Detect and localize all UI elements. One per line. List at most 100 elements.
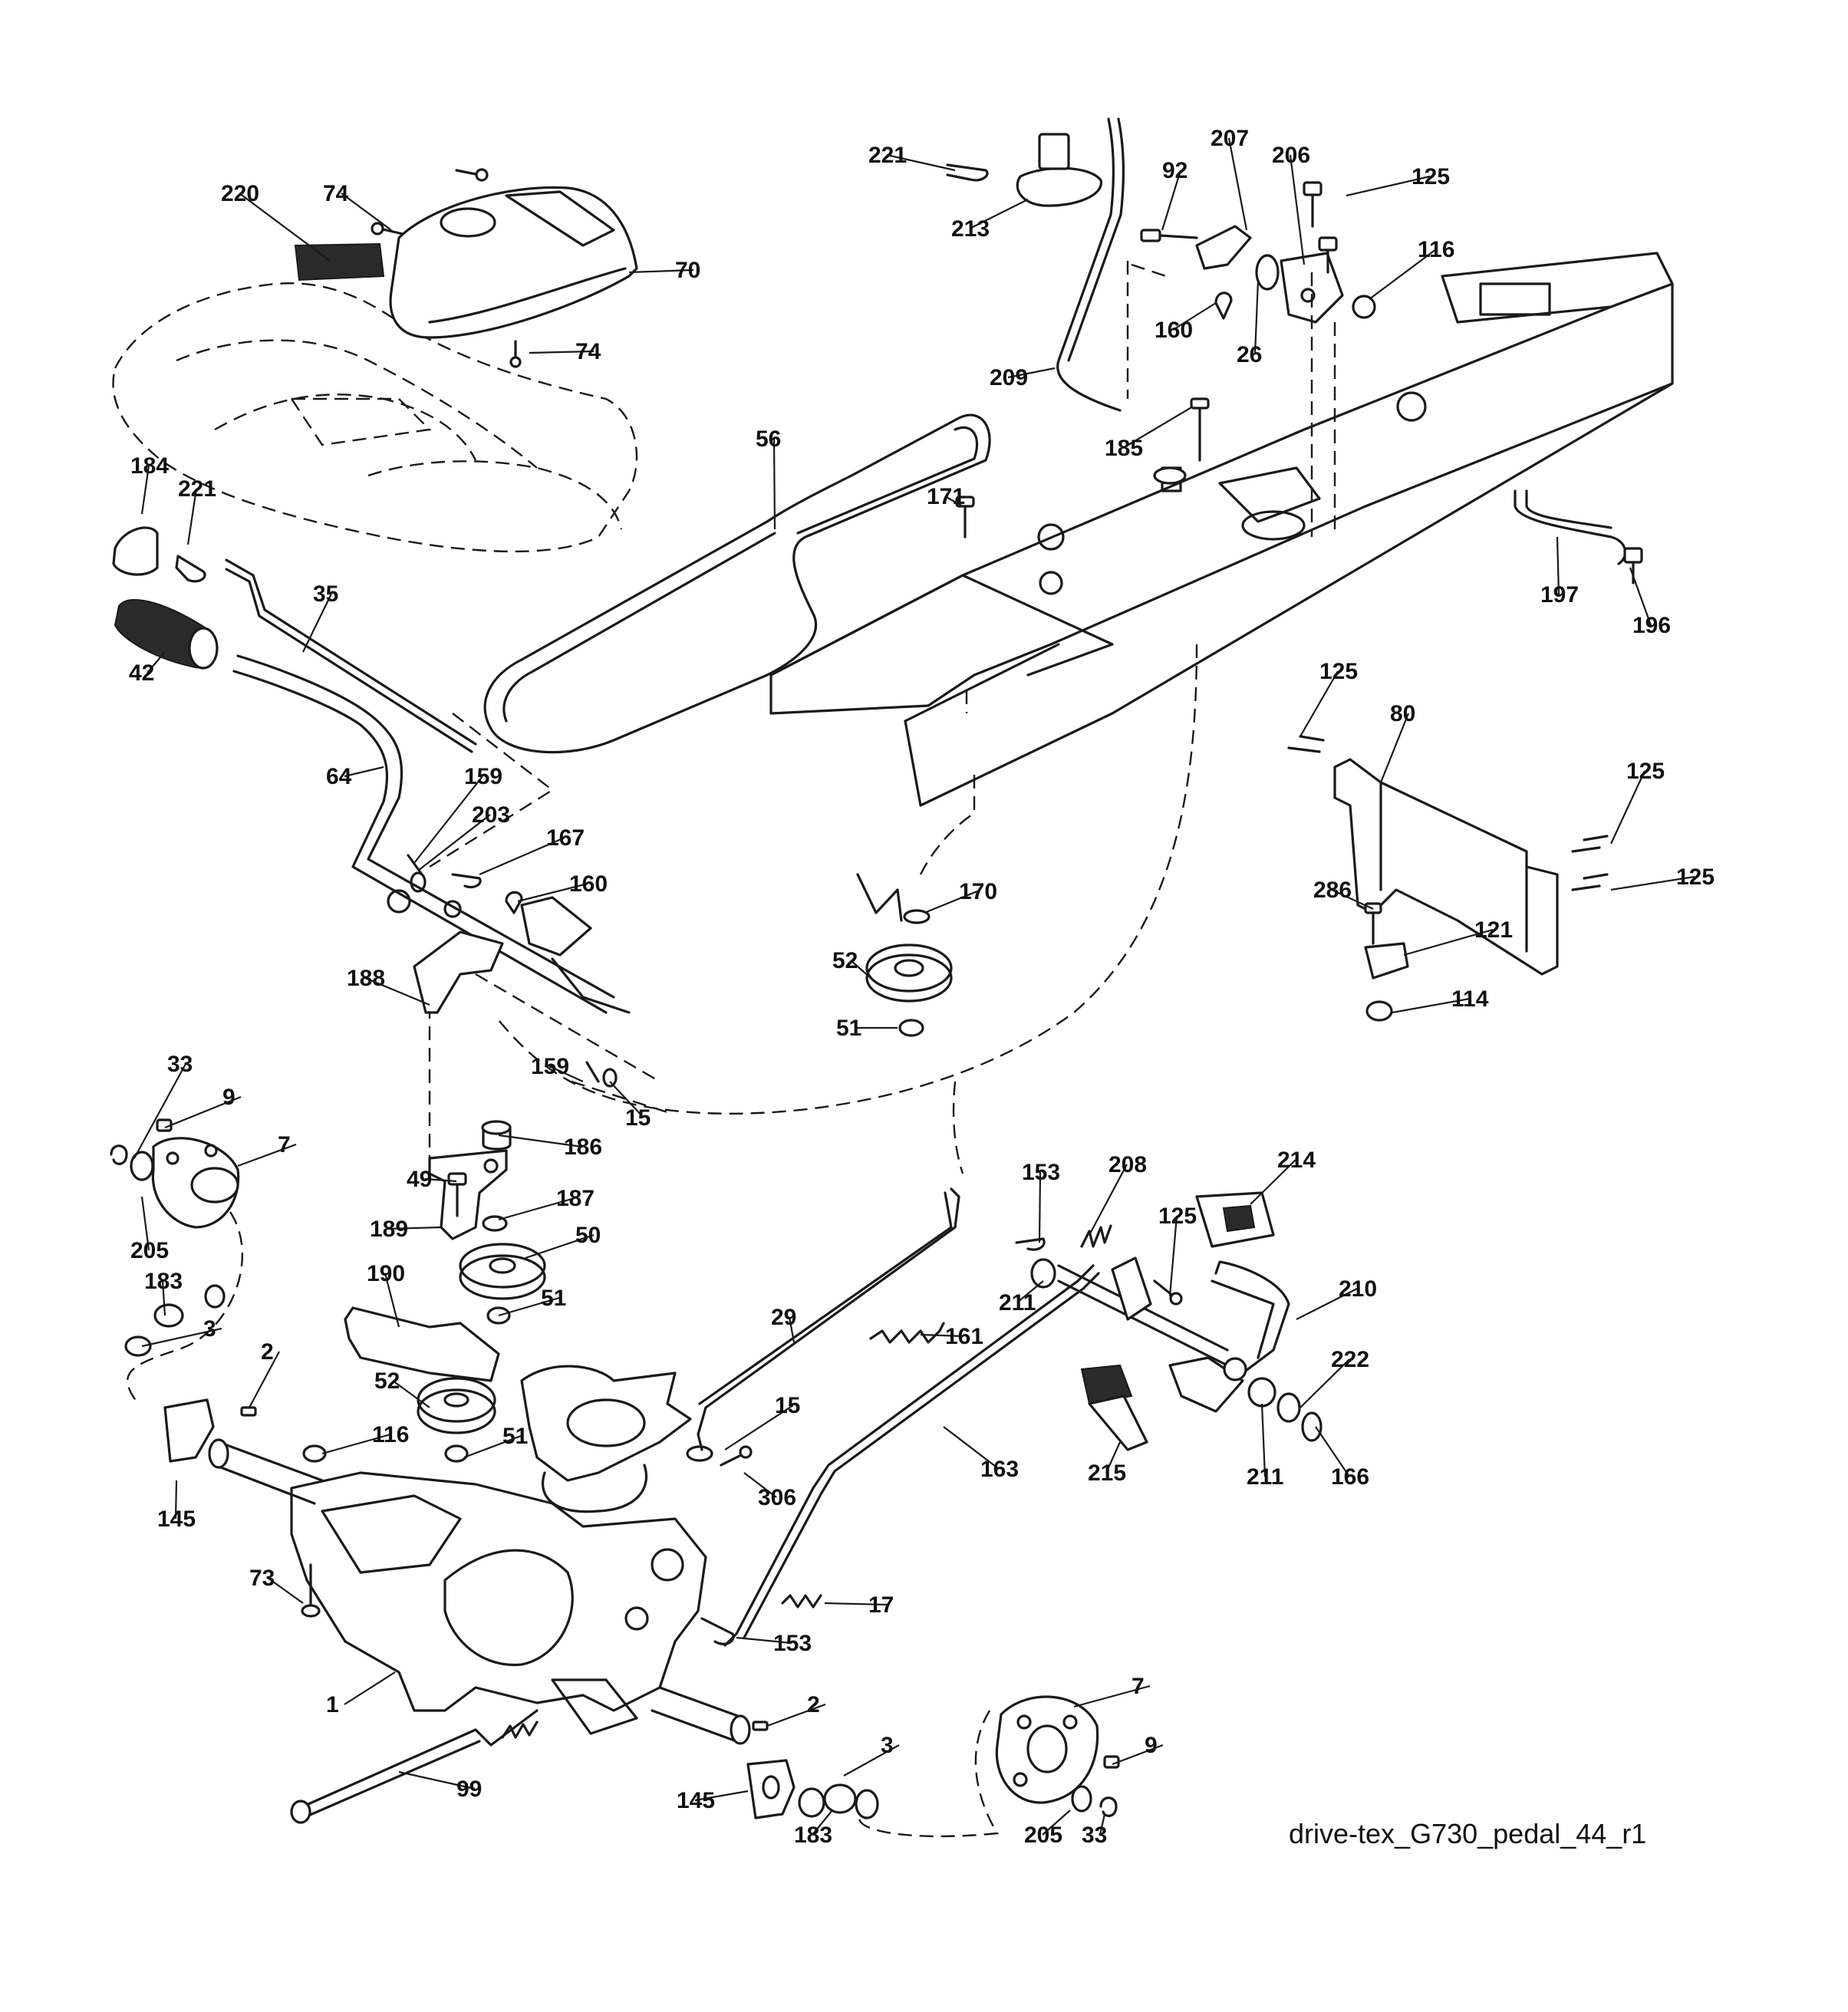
leader-c190 — [384, 1273, 400, 1328]
callout-c163: 163 — [980, 1457, 1019, 1482]
callout-c116a: 116 — [1418, 237, 1454, 262]
part-306-screw — [720, 1445, 753, 1467]
callout-c221a: 221 — [868, 143, 907, 168]
part-1-transaxle — [290, 1471, 707, 1735]
part-70-dash-panel — [389, 186, 638, 339]
leader-c185 — [1122, 406, 1194, 449]
part-114-nut — [1365, 1000, 1393, 1022]
leader-c187 — [498, 1197, 575, 1221]
callout-c214: 214 — [1277, 1148, 1316, 1173]
leader-c74b — [529, 350, 595, 354]
part-186-bushing — [481, 1120, 512, 1151]
leader-c184 — [140, 465, 150, 515]
callout-c33b: 33 — [1082, 1823, 1107, 1848]
leader-c161 — [920, 1333, 964, 1338]
callout-c51c: 51 — [502, 1424, 528, 1449]
part-184-cap — [112, 526, 159, 576]
part-125-bolts-top — [1303, 181, 1338, 274]
leader-c3a — [141, 1327, 222, 1348]
callout-c125d: 125 — [1676, 864, 1715, 890]
leader-c15b — [724, 1404, 794, 1451]
part-125-bolts-plate — [1287, 735, 1609, 891]
part-3-washer-left — [124, 1335, 152, 1357]
part-33-clip-left — [110, 1144, 128, 1165]
callout-c42: 42 — [129, 660, 154, 686]
callout-c211a: 211 — [999, 1290, 1036, 1316]
leader-c116a — [1369, 249, 1437, 300]
part-160-pin — [1214, 291, 1233, 320]
leader-c35 — [302, 593, 332, 653]
part-209-rod — [1056, 117, 1125, 412]
callout-c205b: 205 — [1024, 1823, 1062, 1848]
part-80-plate — [1333, 758, 1559, 976]
part-121-bracket — [1364, 942, 1409, 980]
callout-c186: 186 — [564, 1134, 602, 1160]
part-190-guide — [344, 1306, 500, 1382]
leader-c215 — [1105, 1441, 1122, 1474]
part-56-belt — [483, 413, 991, 754]
part-73-bolt — [301, 1563, 321, 1618]
part-42-grip — [114, 599, 219, 670]
callout-c116b: 116 — [372, 1422, 409, 1447]
leader-c2b — [766, 1703, 826, 1727]
part-286-bolt — [1364, 902, 1382, 945]
leader-c7b — [1073, 1684, 1151, 1708]
part-159-screw-a — [407, 854, 423, 876]
part-221-clip — [946, 163, 989, 182]
part-33-clip-right — [1099, 1796, 1118, 1817]
leader-c29 — [788, 1316, 796, 1343]
leader-c7a — [237, 1143, 297, 1167]
callout-c15a: 15 — [625, 1105, 651, 1131]
part-203-washer — [410, 871, 427, 893]
callout-c160b: 160 — [569, 871, 608, 897]
routing-dashes — [127, 261, 1336, 1838]
callout-c35: 35 — [313, 581, 338, 607]
leader-c306 — [743, 1472, 777, 1498]
leader-c221b — [186, 488, 198, 545]
callout-c7b: 7 — [1132, 1674, 1145, 1699]
callout-c196: 196 — [1632, 613, 1671, 638]
part-29-rod — [697, 1187, 960, 1451]
callout-c121: 121 — [1474, 917, 1513, 943]
callout-c161: 161 — [945, 1324, 983, 1349]
leader-c163 — [943, 1426, 1000, 1470]
callout-c64: 64 — [326, 764, 352, 789]
leader-c51c — [463, 1434, 522, 1459]
leader-c17 — [824, 1602, 888, 1606]
leader-c42 — [147, 651, 166, 673]
leader-c286 — [1331, 889, 1374, 910]
part-145-bearing-right — [746, 1759, 796, 1819]
callout-c145a: 145 — [157, 1507, 196, 1532]
callout-c125e: 125 — [1158, 1204, 1197, 1229]
leader-c121 — [1403, 928, 1494, 957]
leader-c73 — [267, 1577, 304, 1604]
leader-c153a — [1038, 1171, 1042, 1243]
part-7-hub-left — [151, 1137, 240, 1229]
part-116-nut-lower — [302, 1444, 327, 1463]
callout-c92: 92 — [1162, 158, 1188, 183]
leader-c56 — [772, 438, 776, 530]
leader-c197 — [1556, 536, 1560, 595]
part-188-bracket — [387, 889, 631, 1014]
leader-c211b — [1260, 1403, 1267, 1477]
part-183-bushing-right — [798, 1783, 857, 1818]
callout-c184: 184 — [130, 453, 169, 479]
part-215-pedal — [1080, 1364, 1148, 1451]
part-125-bolt-pedal — [1153, 1279, 1183, 1306]
callout-c153b: 153 — [773, 1631, 812, 1656]
leader-c33b — [1099, 1813, 1106, 1836]
callout-c73: 73 — [249, 1566, 275, 1591]
part-211-bushing-b — [1247, 1377, 1276, 1408]
leader-c125d — [1610, 875, 1695, 891]
callout-c185: 185 — [1105, 436, 1143, 461]
part-210-pedal-arm — [1057, 1256, 1290, 1413]
callout-c29: 29 — [771, 1305, 796, 1330]
leader-c50 — [525, 1233, 595, 1260]
part-205-washer-left — [130, 1151, 154, 1181]
part-74-screw — [371, 168, 522, 368]
frame-rail — [769, 252, 1674, 807]
hood-outline — [112, 282, 638, 553]
callout-c306: 306 — [758, 1485, 796, 1510]
part-222-washer — [1276, 1392, 1301, 1423]
part-167-clip — [451, 873, 482, 889]
